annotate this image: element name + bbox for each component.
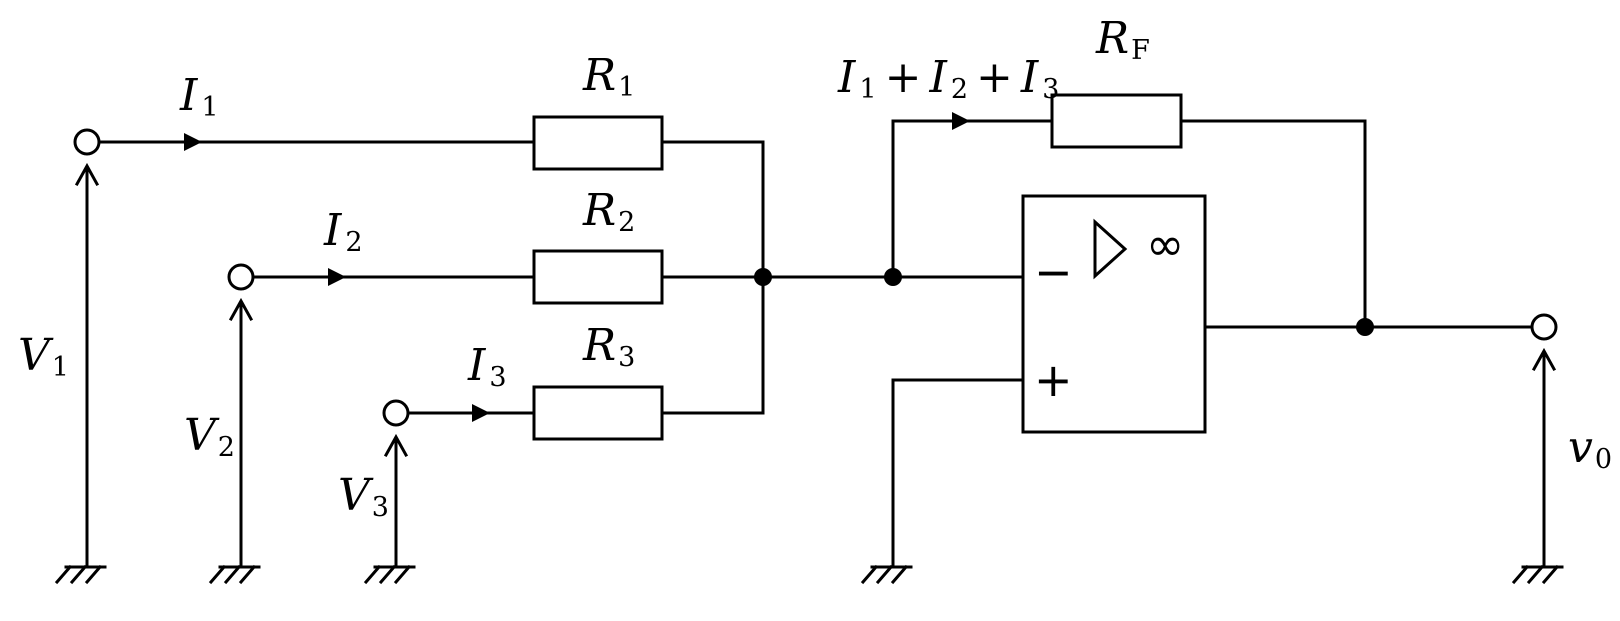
label-r3: R3 xyxy=(582,320,635,373)
current-arrow-feedback xyxy=(952,112,970,130)
branch-v2 xyxy=(208,249,1022,585)
label-r1: R1 xyxy=(582,50,635,103)
ground-v1 xyxy=(54,564,107,585)
resistor-rf xyxy=(1050,93,1183,149)
terminal-v1 xyxy=(73,128,101,156)
voltage-arrow-v2 xyxy=(228,297,254,322)
opamp-body xyxy=(1021,194,1207,434)
label-v0: v0 xyxy=(1568,422,1612,475)
current-arrow-i1 xyxy=(184,133,202,151)
branch-v1 xyxy=(54,115,765,585)
current-arrow-i3 xyxy=(472,404,490,422)
junction-dot-output xyxy=(1356,318,1374,336)
opamp-gain-symbol: ∞ xyxy=(1146,217,1184,271)
voltage-arrow-v3 xyxy=(383,433,409,458)
opamp-triangle-icon xyxy=(1093,218,1128,280)
resistor-r3 xyxy=(532,385,664,441)
ground-noninverting xyxy=(860,564,913,585)
junction-dot-sum xyxy=(754,268,772,286)
ground-v2 xyxy=(208,564,261,585)
label-v1: V1 xyxy=(18,330,69,383)
label-v2: V2 xyxy=(184,410,235,463)
opamp-noninverting-sign: + xyxy=(1034,353,1073,407)
label-rf: RF xyxy=(1095,13,1150,66)
summing-node xyxy=(754,140,902,415)
ground-v3 xyxy=(363,564,416,585)
terminal-output xyxy=(1530,313,1558,341)
opamp-inverting-sign: − xyxy=(1034,245,1073,299)
label-r2: R2 xyxy=(582,185,635,238)
feedback-path xyxy=(891,93,1367,329)
resistor-r1 xyxy=(532,115,664,171)
label-v3: V3 xyxy=(338,470,389,523)
voltage-arrow-v0 xyxy=(1531,347,1557,372)
terminal-v2 xyxy=(227,263,255,291)
ground-output xyxy=(1511,564,1564,585)
terminal-v3 xyxy=(382,399,410,427)
noninverting-ground-path xyxy=(860,378,1025,585)
current-arrow-i2 xyxy=(328,268,346,286)
branch-v3 xyxy=(363,385,765,585)
output-path xyxy=(1203,313,1564,585)
voltage-arrow-v1 xyxy=(74,162,100,187)
opamp: ∞ − + xyxy=(1021,194,1207,434)
resistor-r2 xyxy=(532,249,664,305)
